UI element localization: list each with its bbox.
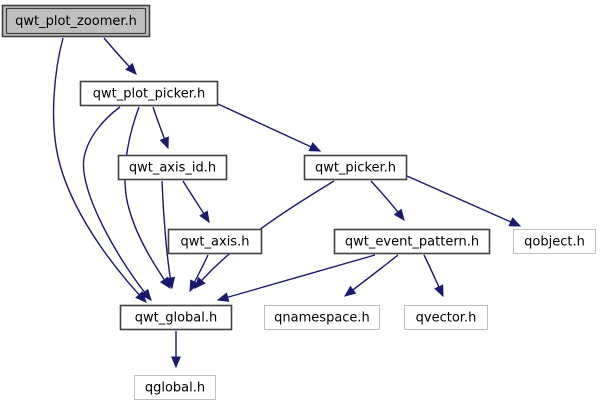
edge-qwt_axis_id-to-qwt_axis: [182, 180, 210, 224]
edge-qwt_plot_picker-to-qwt_picker: [217, 103, 322, 152]
edges-layer: [52, 37, 522, 369]
edge-qwt_event_pattern-to-qnamespace: [343, 254, 399, 297]
node-box[interactable]: [134, 375, 216, 400]
edge-qwt_axis_id-to-qwt_global: [161, 180, 176, 290]
node-box[interactable]: [119, 304, 233, 331]
arrow-head-icon: [189, 279, 200, 293]
node-qwt_global[interactable]: qwt_global.h: [119, 304, 233, 331]
node-box-inner: [5, 7, 147, 35]
node-box[interactable]: [117, 154, 228, 181]
edge-qwt_axis-to-qwt_global: [189, 254, 209, 293]
edge-qwt_event_pattern-to-qwt_global: [216, 254, 376, 302]
arrow-head-icon: [171, 356, 181, 369]
arrow-head-icon: [140, 288, 152, 301]
node-qvector[interactable]: qvector.h: [404, 305, 488, 330]
node-box[interactable]: [79, 80, 219, 107]
edge-qwt_plot_picker-to-qwt_axis_id: [152, 106, 169, 150]
edge-qwt_event_pattern-to-qvector: [423, 254, 444, 298]
node-qwt_axis_id[interactable]: qwt_axis_id.h: [117, 154, 228, 181]
arrow-head-icon: [308, 142, 322, 152]
node-box[interactable]: [167, 228, 263, 255]
node-qwt_axis[interactable]: qwt_axis.h: [167, 228, 263, 255]
arrow-head-icon: [159, 136, 169, 150]
node-qobject[interactable]: qobject.h: [513, 229, 596, 254]
edge-qwt_plot_zoomer-to-qwt_plot_picker: [103, 37, 137, 75]
arrow-head-icon: [199, 210, 210, 224]
arrow-head-icon: [125, 62, 137, 75]
edge-qwt_plot_picker-to-qwt_global: [82, 106, 152, 301]
node-box[interactable]: [264, 305, 380, 330]
node-qwt_picker[interactable]: qwt_picker.h: [303, 154, 408, 181]
node-box[interactable]: [404, 305, 488, 330]
node-qwt_plot_picker[interactable]: qwt_plot_picker.h: [79, 80, 219, 107]
edge-qwt_picker-to-qwt_global: [194, 180, 335, 289]
node-qglobal[interactable]: qglobal.h: [134, 375, 216, 400]
arrow-head-icon: [216, 292, 230, 302]
node-box[interactable]: [1, 4, 151, 38]
node-box[interactable]: [303, 154, 408, 181]
node-box[interactable]: [333, 228, 491, 255]
arrow-head-icon: [434, 284, 444, 298]
arrow-head-icon: [165, 276, 176, 290]
arrow-head-icon: [194, 276, 206, 289]
node-qwt_event_pattern[interactable]: qwt_event_pattern.h: [333, 228, 491, 255]
arrow-head-icon: [343, 285, 357, 297]
edge-qwt_picker-to-qobject: [406, 175, 522, 227]
edge-qwt_picker-to-qwt_event_pattern: [370, 180, 405, 222]
arrow-head-icon: [508, 217, 522, 227]
node-box[interactable]: [513, 229, 596, 254]
node-qwt_plot_zoomer[interactable]: qwt_plot_zoomer.h: [1, 4, 151, 38]
edge-qwt_global-to-qglobal: [171, 330, 181, 369]
arrow-head-icon: [393, 208, 405, 222]
node-qnamespace[interactable]: qnamespace.h: [264, 305, 380, 330]
